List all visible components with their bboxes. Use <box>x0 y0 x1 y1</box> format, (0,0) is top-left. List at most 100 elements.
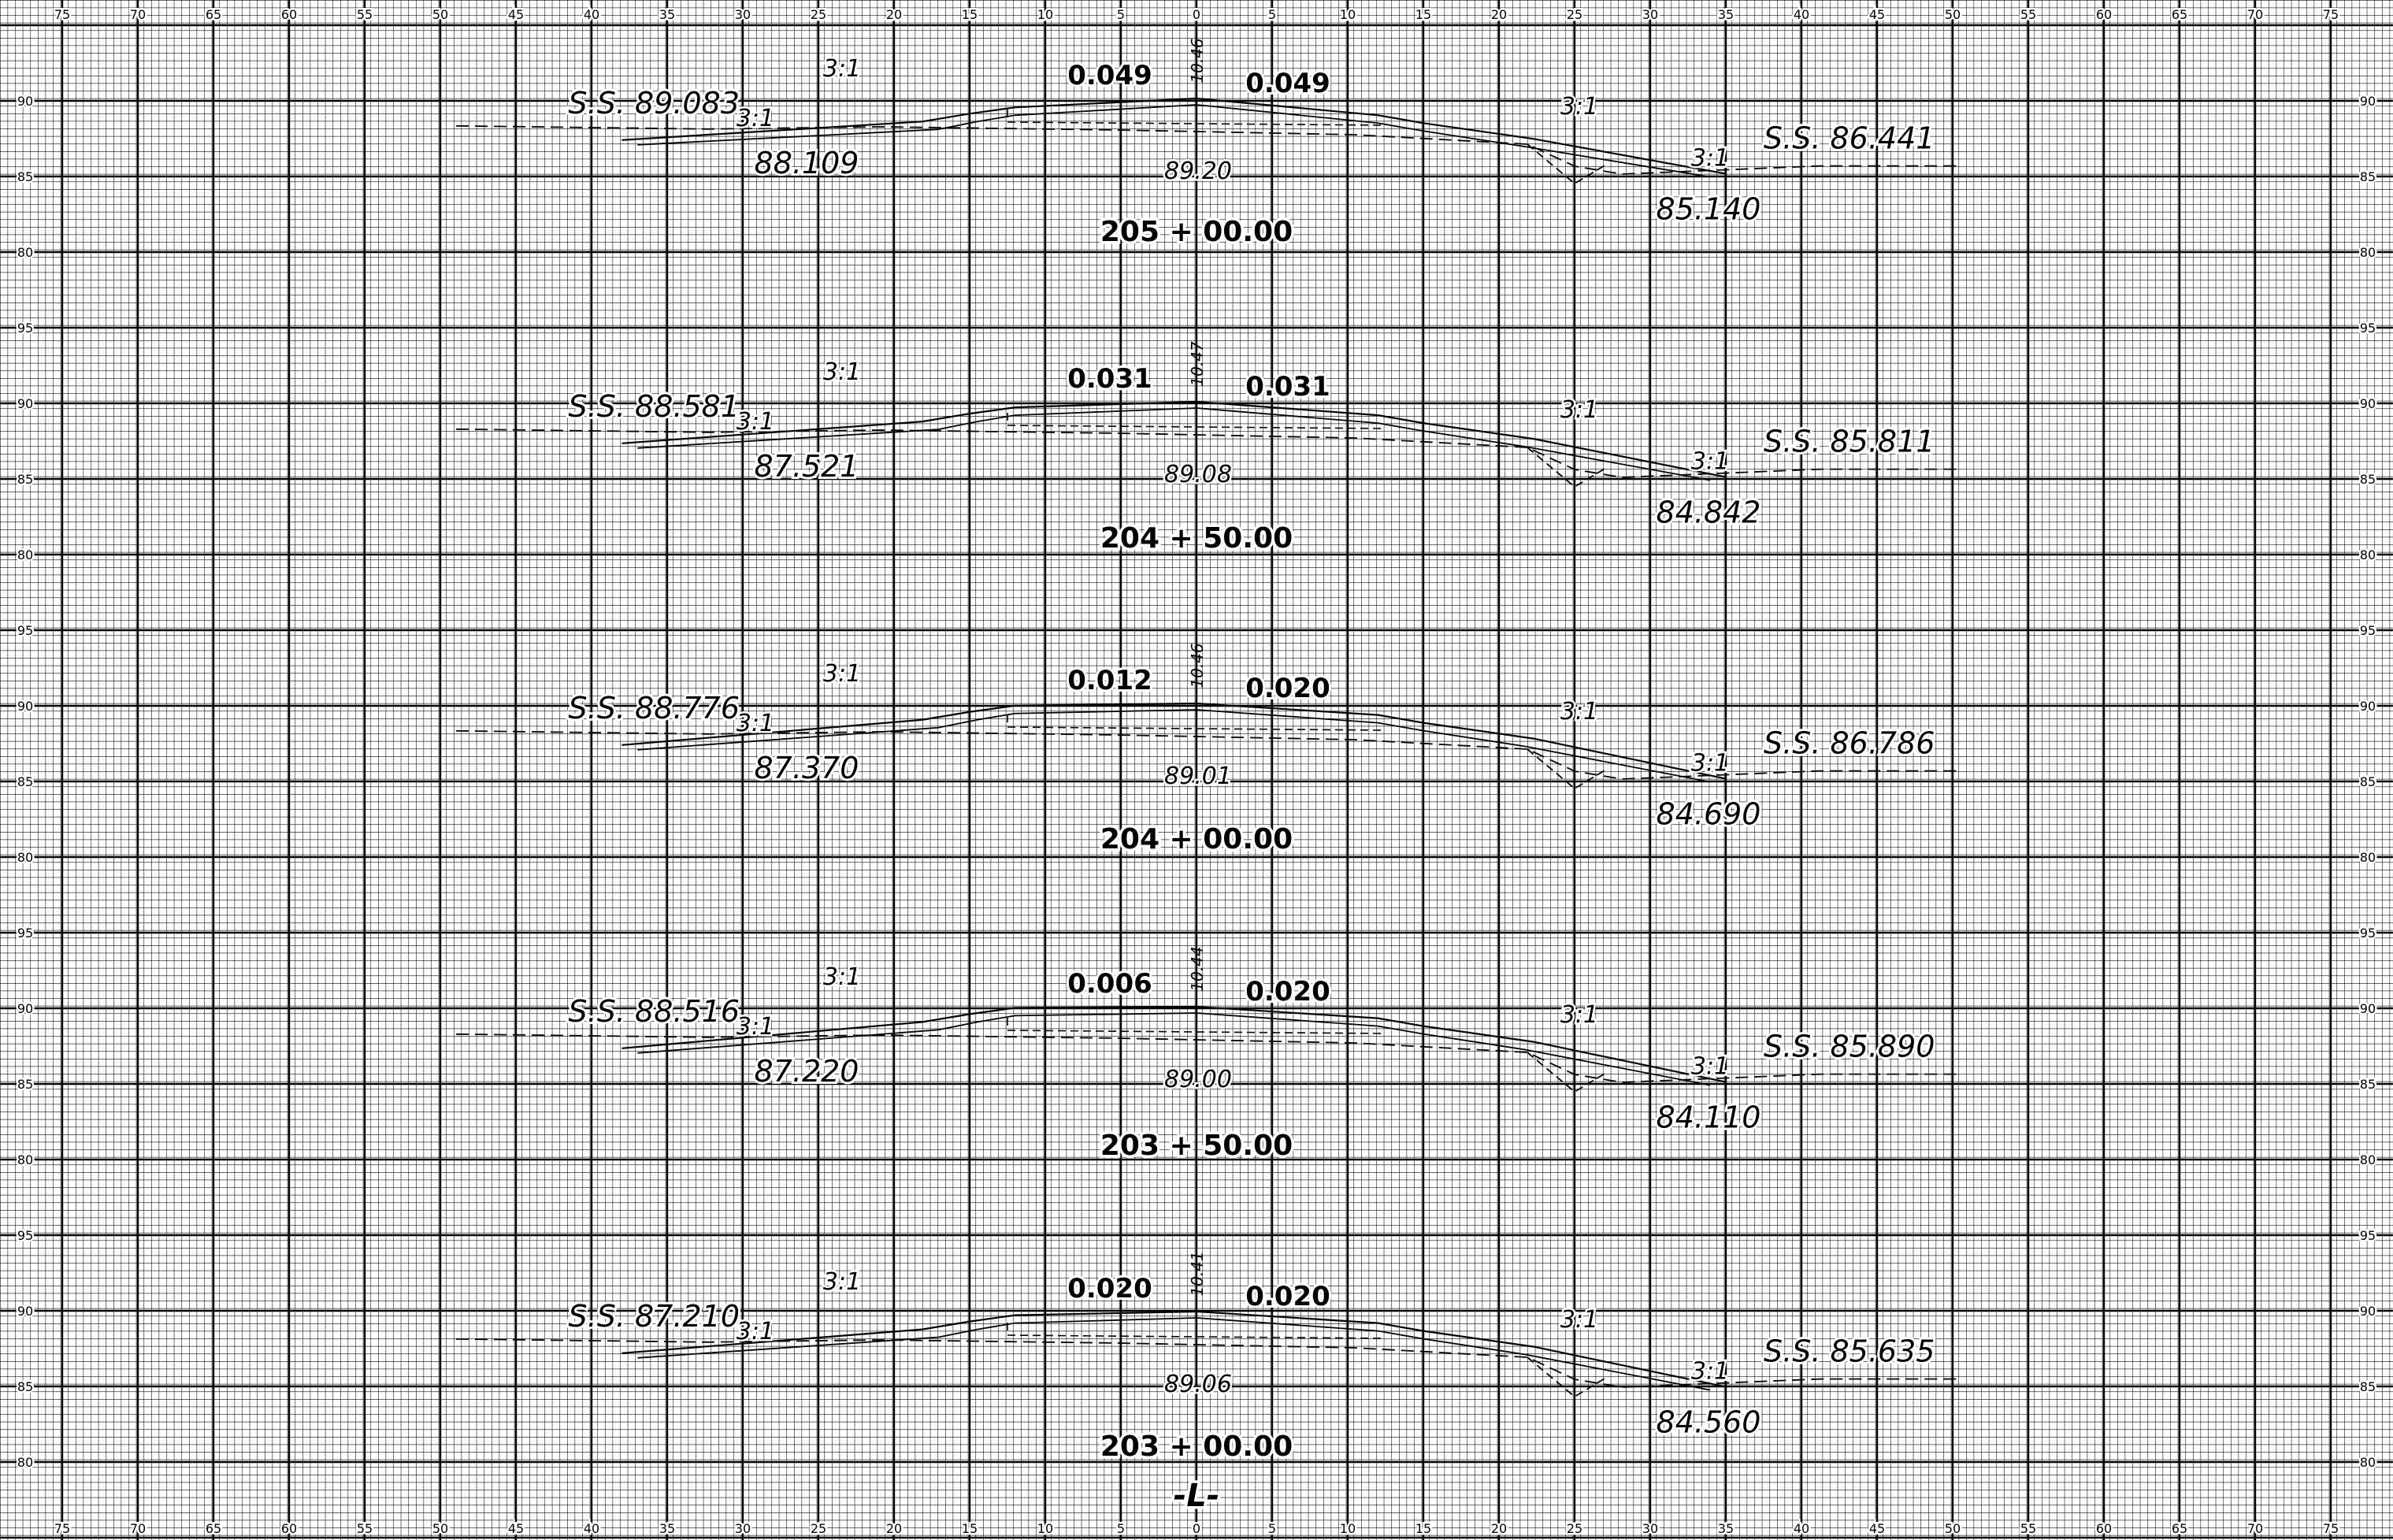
elevation-tick-label: 95 <box>17 623 33 638</box>
left-cross-slope: 0.012 <box>1067 665 1152 696</box>
elevation-tick-label: 95 <box>17 1228 33 1243</box>
elevation-tick-label: 90 <box>2360 1304 2376 1319</box>
station-tick-label: 25 <box>811 1521 826 1536</box>
elevation-tick-label: 80 <box>17 245 33 260</box>
slope-ratio-label: 3:1 <box>1560 1001 1598 1029</box>
subgrade-line <box>637 1012 1711 1086</box>
slope-ratio-label: 3:1 <box>1691 145 1729 173</box>
slope-ratio-label: 3:1 <box>736 105 774 132</box>
left-toe-elevation: 87.521 <box>755 449 859 484</box>
station-tick-label: 30 <box>735 7 751 22</box>
pavement-box <box>1007 109 1386 126</box>
station-tick-label: 35 <box>1718 7 1734 22</box>
elevation-tick-label: 95 <box>2360 321 2376 336</box>
slope-ratio-label: 3:1 <box>1691 448 1729 476</box>
elevation-tick-label: 85 <box>17 774 33 789</box>
elevation-tick-label: 95 <box>2360 926 2376 941</box>
station-tick-label: 45 <box>508 7 524 22</box>
left-cross-slope: 0.020 <box>1067 1273 1152 1304</box>
station-tick-label: 5 <box>1117 1521 1125 1536</box>
elevation-tick-label: 85 <box>2360 169 2376 184</box>
station-tick-label: 15 <box>1415 1521 1431 1536</box>
centerline-elevation: 89.08 <box>1164 461 1232 488</box>
station-tick-label: 40 <box>1794 1521 1809 1536</box>
right-cross-slope: 0.020 <box>1245 976 1330 1007</box>
station-tick-label: 0 <box>1193 7 1200 22</box>
station-tick-label: 50 <box>1945 7 1961 22</box>
subgrade-line <box>637 709 1711 783</box>
station-tick-label: 55 <box>357 1521 373 1536</box>
station-tick-label: 10 <box>1340 1521 1356 1536</box>
elevation-tick-label: 90 <box>2360 396 2376 411</box>
station-tick-label: 60 <box>281 7 297 22</box>
station-tick-label: 35 <box>659 1521 675 1536</box>
station-tick-label: 70 <box>130 7 146 22</box>
finished-grade-line <box>621 702 1727 780</box>
station-tick-label: 45 <box>1869 7 1885 22</box>
left-slope-stake: S.S. 87.210 <box>569 1299 740 1334</box>
slope-ratio-label: 3:1 <box>823 660 861 688</box>
station-tick-label: 25 <box>811 7 826 22</box>
slope-ratio-label: 3:1 <box>736 1318 774 1345</box>
station-tick-label: 55 <box>2020 1521 2036 1536</box>
station-tick-label: 20 <box>886 7 902 22</box>
left-cross-slope: 0.006 <box>1067 968 1152 1000</box>
elevation-tick-label: 90 <box>2360 94 2376 109</box>
elevation-tick-label: 90 <box>17 1304 33 1319</box>
right-toe-elevation: 84.560 <box>1657 1405 1761 1440</box>
elevation-tick-label: 85 <box>2360 472 2376 487</box>
slope-ratio-label: 3:1 <box>823 1268 861 1296</box>
elevation-tick-label: 80 <box>2360 245 2376 260</box>
elevation-tick-label: 95 <box>2360 623 2376 638</box>
slope-ratio-label: 3:1 <box>1691 1358 1729 1386</box>
elevation-tick-label: 90 <box>17 94 33 109</box>
station-tick-label: 75 <box>2323 7 2339 22</box>
elevation-tick-label: 85 <box>17 1077 33 1092</box>
station-tick-label: 25 <box>1567 1521 1582 1536</box>
slope-ratio-label: 3:1 <box>736 710 774 737</box>
existing-ground-line <box>455 1033 1962 1083</box>
slope-ratio-label: 3:1 <box>736 408 774 436</box>
station-tick-label: 45 <box>508 1521 524 1536</box>
elevation-tick-label: 85 <box>2360 774 2376 789</box>
centerline-offset-label: 10.41 <box>1188 1251 1207 1296</box>
elevation-tick-label: 85 <box>17 169 33 184</box>
right-slope-stake: S.S. 85.635 <box>1764 1334 1935 1369</box>
subgrade-line <box>637 1317 1711 1391</box>
subgrade-line <box>637 104 1711 178</box>
station-tick-label: 65 <box>2172 7 2187 22</box>
existing-ground-line <box>455 124 1962 175</box>
station-tick-label: 5 <box>1117 7 1125 22</box>
left-slope-stake: S.S. 88.776 <box>569 691 740 725</box>
elevation-tick-label: 90 <box>2360 1001 2376 1016</box>
right-cross-slope: 0.049 <box>1245 68 1330 99</box>
centerline-offset-label: 10.47 <box>1188 341 1207 387</box>
elevation-tick-label: 95 <box>17 321 33 336</box>
elevation-tick-label: 85 <box>2360 1077 2376 1092</box>
slope-ratio-label: 3:1 <box>823 963 861 991</box>
elevation-tick-label: 85 <box>17 1379 33 1394</box>
centerline-offset-label: 10.46 <box>1188 38 1207 83</box>
slope-ratio-label: 3:1 <box>1691 1053 1729 1081</box>
station-tick-label: 15 <box>962 1521 978 1536</box>
right-slope-stake: S.S. 85.811 <box>1764 425 1935 459</box>
elevation-tick-label: 80 <box>2360 850 2376 865</box>
station-tick-label: 40 <box>584 7 599 22</box>
centerline-elevation: 89.01 <box>1164 763 1232 790</box>
left-slope-stake: S.S. 88.516 <box>569 994 740 1029</box>
elevation-tick-label: 80 <box>17 1152 33 1167</box>
existing-ground-line <box>455 1338 1962 1388</box>
right-cross-slope: 0.031 <box>1245 371 1330 403</box>
right-cross-slope: 0.020 <box>1245 1281 1330 1312</box>
pavement-box <box>1007 413 1386 429</box>
right-toe-elevation: 84.842 <box>1657 495 1761 530</box>
station-tick-label: 30 <box>1642 7 1658 22</box>
station-tick-label: 35 <box>659 7 675 22</box>
station-tick-label: 0 <box>1193 1521 1200 1536</box>
pavement-box <box>1007 714 1386 731</box>
elevation-tick-label: 90 <box>17 1001 33 1016</box>
